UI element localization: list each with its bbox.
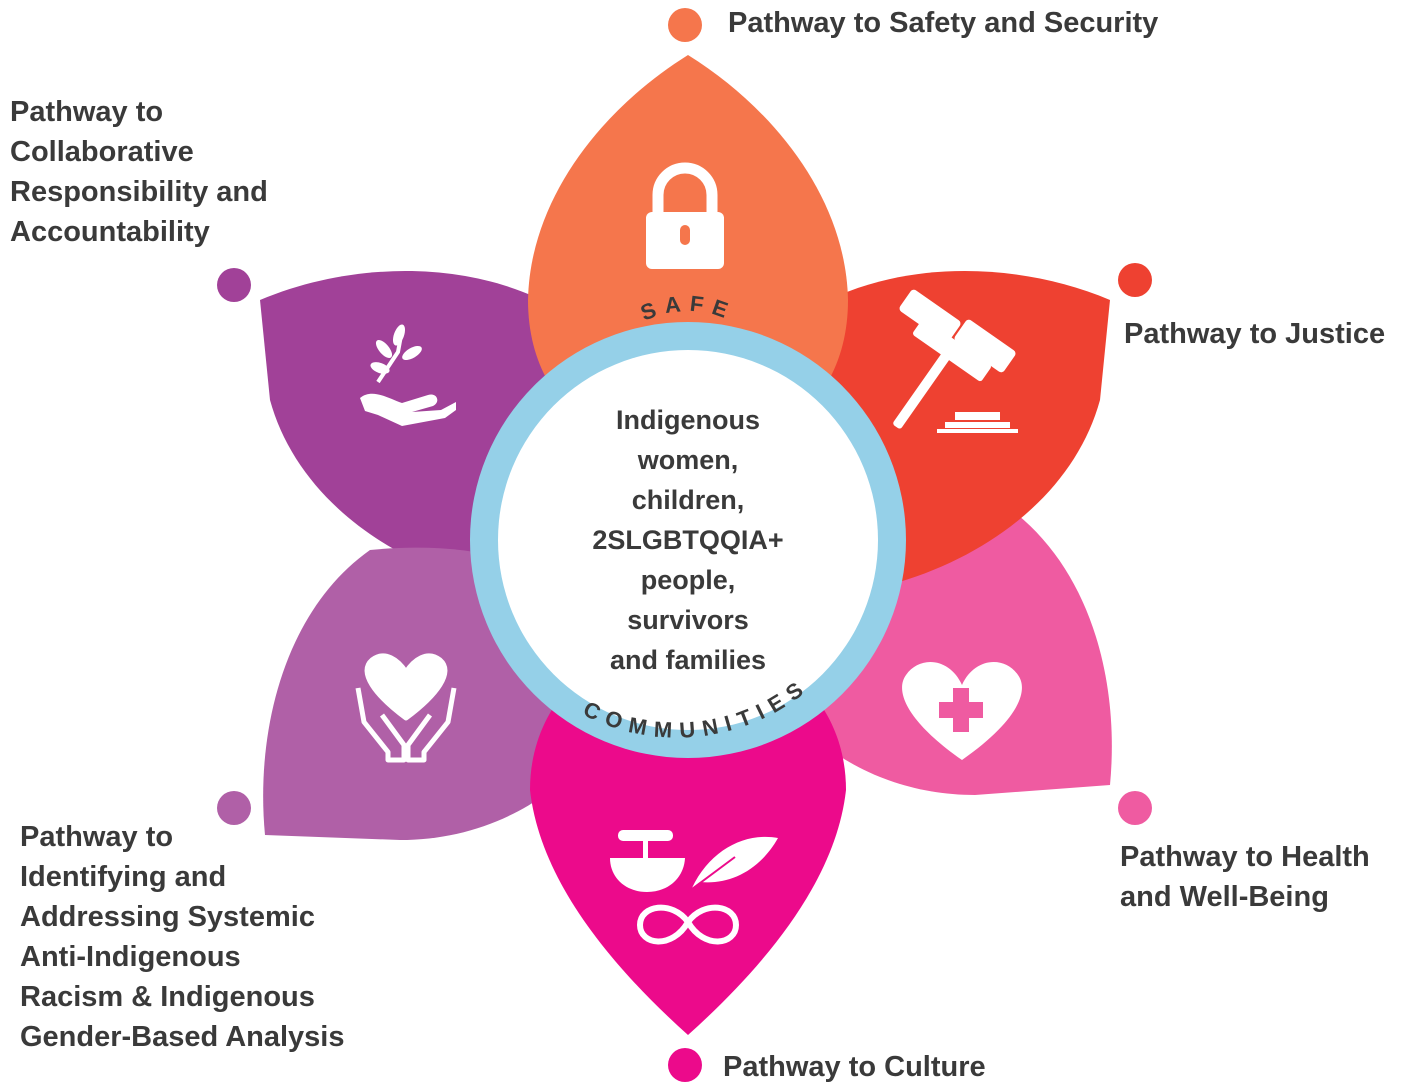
- dot-culture: [668, 1048, 702, 1082]
- pathway-label-line: Pathway to: [20, 821, 174, 853]
- label-culture: Pathway to Culture: [723, 1047, 986, 1087]
- dot-collab: [217, 268, 251, 302]
- pathway-label-line: Pathway to Health: [1120, 841, 1370, 873]
- pathway-label-line: Racism & Indigenous: [20, 981, 315, 1013]
- heart-plus-icon: [902, 662, 1022, 760]
- center-text-line: Indigenous: [616, 405, 760, 435]
- pathway-label-line: Collaborative: [10, 136, 194, 168]
- dot-health: [1118, 791, 1152, 825]
- center-text-line: survivors: [627, 605, 749, 635]
- pathway-label-line: Anti-Indigenous: [20, 941, 241, 973]
- pathway-label-line: and Well-Being: [1120, 881, 1329, 913]
- pathway-label-line: Pathway to Culture: [723, 1051, 986, 1083]
- culture-icons: [610, 830, 778, 945]
- pathway-label-line: Identifying and: [20, 861, 227, 893]
- pathway-label-line: Pathway to Justice: [1124, 318, 1386, 350]
- center-text-line: people,: [640, 565, 736, 595]
- center-text-line: women,: [637, 445, 739, 475]
- pathway-label-line: Accountability: [10, 216, 210, 248]
- pathway-label-line: Pathway to Safety and Security: [728, 7, 1159, 39]
- dot-justice: [1118, 263, 1152, 297]
- hand-sprout-icon: [360, 324, 456, 426]
- gavel-icon: [893, 289, 1018, 433]
- dot-safety: [668, 8, 702, 42]
- pathway-label-line: Gender-Based Analysis: [20, 1021, 345, 1053]
- label-safety: Pathway to Safety and Security: [728, 3, 1158, 43]
- center-text: Indigenous women, children, 2SLGBTQQIA+ peop…: [560, 400, 816, 680]
- pathway-label-line: Pathway to: [10, 96, 164, 128]
- center-disc: [498, 350, 878, 730]
- hands-heart-icon: [355, 653, 457, 763]
- dot-systemic: [217, 791, 251, 825]
- center-text-line: 2SLGBTQQIA+: [592, 525, 784, 555]
- center-text-line: children,: [631, 485, 745, 515]
- label-justice: Pathway to Justice: [1124, 314, 1385, 354]
- lock-icon: [646, 162, 724, 269]
- pathway-label-line: Responsibility and: [10, 176, 268, 208]
- center-text-line: and families: [609, 645, 767, 675]
- label-health: Pathway to Health and Well-Being: [1120, 837, 1370, 917]
- pathway-label-line: Addressing Systemic: [20, 901, 315, 933]
